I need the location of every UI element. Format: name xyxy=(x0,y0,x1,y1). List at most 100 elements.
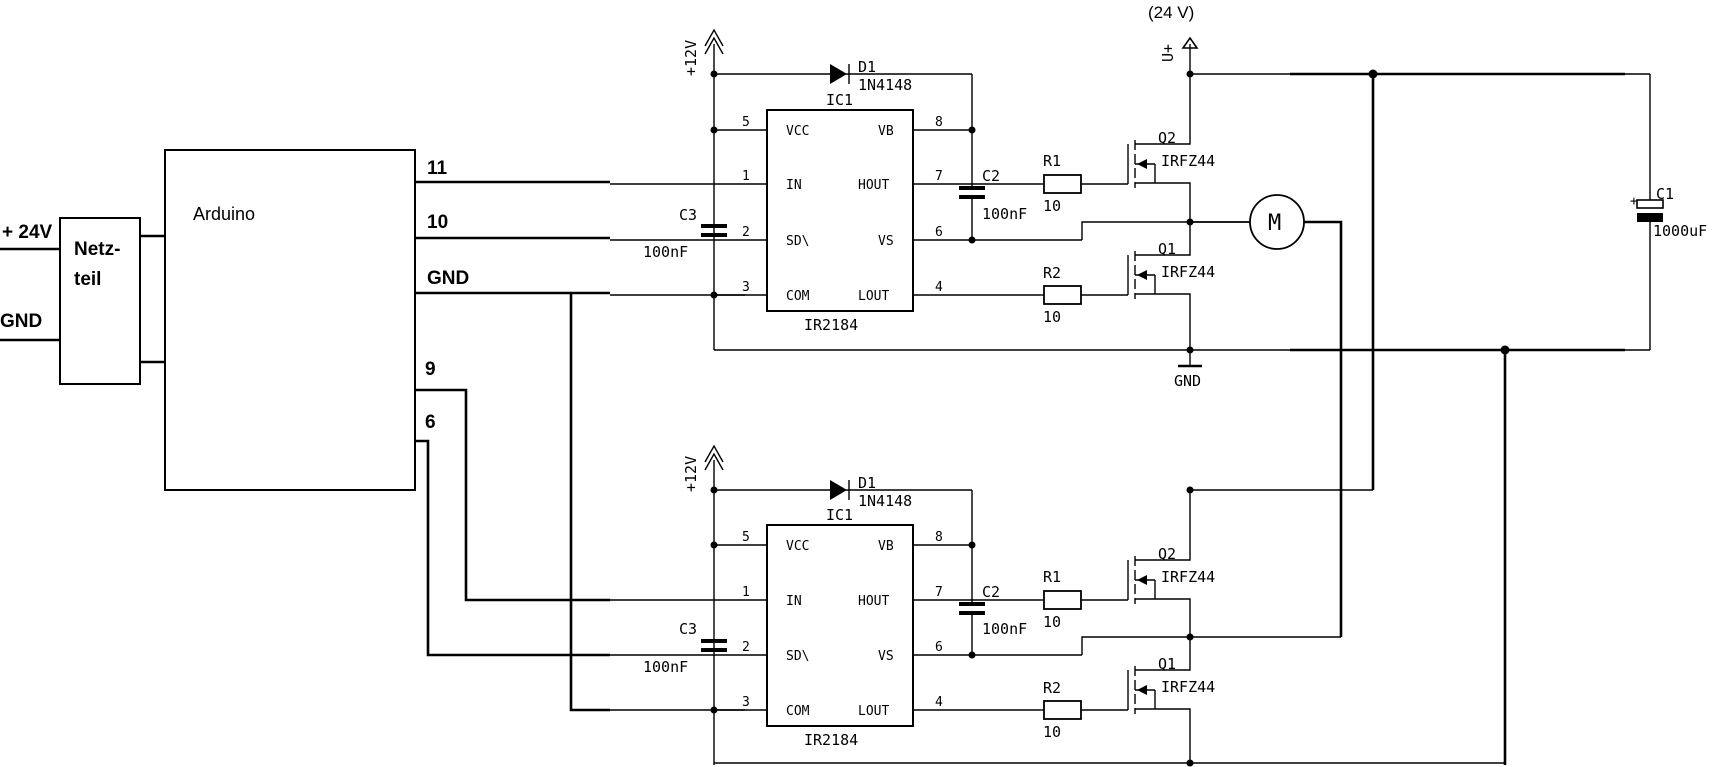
junction xyxy=(968,541,976,549)
c3-ref-2: C3 xyxy=(679,620,697,638)
pin-num: 6 xyxy=(935,640,943,655)
junction xyxy=(710,706,718,714)
c1-ref: C1 xyxy=(1656,185,1674,203)
drain xyxy=(1135,489,1373,561)
c3-ref-1: C3 xyxy=(679,206,697,224)
junction xyxy=(1186,633,1194,641)
pin-num: 2 xyxy=(742,640,750,655)
d1-ref-1: D1 xyxy=(858,58,876,76)
pin-num: 4 xyxy=(935,280,943,295)
pin-name: IN xyxy=(786,594,802,609)
psu-in-plus-label: + 24V xyxy=(2,222,53,243)
c3-plate-2 xyxy=(701,648,727,652)
ic-part-1: IR2184 xyxy=(804,316,858,334)
q1-mosfet-icon-2 xyxy=(1127,637,1191,765)
pin-name: VB xyxy=(878,124,894,139)
pin-num: 2 xyxy=(742,225,750,240)
wire-pin6 xyxy=(415,439,610,657)
junction xyxy=(968,126,976,134)
wire-pin9 xyxy=(415,388,610,602)
v12-arrow-icon-2 xyxy=(704,444,724,471)
pin-name: IN xyxy=(786,178,802,193)
pin-num: 5 xyxy=(742,530,750,545)
c2-plate-2 xyxy=(959,602,985,606)
pin-name: COM xyxy=(786,704,810,719)
pin-name: VB xyxy=(878,539,894,554)
pin-num: 8 xyxy=(935,530,943,545)
q1-mosfet-icon-1 xyxy=(1127,222,1191,350)
motor-label: M xyxy=(1268,211,1281,236)
pin-name: COM xyxy=(786,289,810,304)
pin-num: 7 xyxy=(935,585,943,600)
c1-capacitor-icon xyxy=(1636,199,1664,209)
pin-name: LOUT xyxy=(858,704,889,719)
ic-ref-2: IC1 xyxy=(826,506,853,524)
source xyxy=(1135,708,1191,765)
q2-part-1: IRFZ44 xyxy=(1161,152,1215,170)
psu-label-line1: Netz- xyxy=(74,239,120,260)
pin-num: 3 xyxy=(742,695,750,710)
r1-ref-1: R1 xyxy=(1043,152,1061,170)
d1-part-1: 1N4148 xyxy=(858,76,912,94)
arduino-signal-wires xyxy=(415,180,745,712)
pin-num: 3 xyxy=(742,280,750,295)
vplus-value: (24 V) xyxy=(1148,3,1194,22)
pin-num: 1 xyxy=(742,585,750,600)
pin-num: 8 xyxy=(935,115,943,130)
pin-num: 5 xyxy=(742,115,750,130)
arduino-pin-6-label: 6 xyxy=(425,412,436,433)
q2-ref-2: Q2 xyxy=(1158,545,1176,563)
ic-part-2: IR2184 xyxy=(804,731,858,749)
arduino: Arduino 11 10 GND 9 6 xyxy=(164,149,469,491)
power-rails: + C1 1000uF xyxy=(1190,69,1707,765)
source xyxy=(1135,598,1191,637)
c3-plate-2 xyxy=(701,639,727,643)
pin-name: HOUT xyxy=(858,594,889,609)
r1-ref-2: R1 xyxy=(1043,568,1061,586)
pin-name: LOUT xyxy=(858,289,889,304)
pin-num: 4 xyxy=(935,695,943,710)
c1-polarity: + xyxy=(1630,194,1638,209)
c2-ref-2: C2 xyxy=(982,583,1000,601)
pin-num: 1 xyxy=(742,169,750,184)
r2-resistor-2 xyxy=(1043,700,1082,720)
pin-name: VS xyxy=(878,649,894,664)
c3-plate-1 xyxy=(701,233,727,237)
pin-name: SD\ xyxy=(786,234,809,249)
psu-label-line2: teil xyxy=(74,269,101,290)
c2-plate-2 xyxy=(959,611,985,615)
c2-plate-1 xyxy=(959,195,985,199)
r1-resistor-1 xyxy=(1043,174,1082,194)
half-bridge-1: +12V D1 1N4148 IC1 IR2184 5 1 2 3 VCC IN… xyxy=(643,28,1290,354)
pin-name: VS xyxy=(878,234,894,249)
drain xyxy=(1135,637,1191,671)
pin-name: HOUT xyxy=(858,178,889,193)
c3-value-1: 100nF xyxy=(643,243,688,261)
c1-value: 1000uF xyxy=(1653,222,1707,240)
arduino-pin-gnd-label: GND xyxy=(427,268,469,289)
v12-label-1: +12V xyxy=(682,40,700,76)
d1-ref-2: D1 xyxy=(858,474,876,492)
arrow xyxy=(1137,685,1147,695)
c3-value-2: 100nF xyxy=(643,658,688,676)
arduino-pin-10-label: 10 xyxy=(427,212,448,233)
q1-part-1: IRFZ44 xyxy=(1161,263,1215,281)
vplus-arrow-icon xyxy=(1181,36,1199,49)
c2-value-1: 100nF xyxy=(982,205,1027,223)
drain xyxy=(1135,74,1191,145)
q1-ref-2: Q1 xyxy=(1158,655,1176,673)
vs-to-mid-1 xyxy=(1081,221,1250,240)
half-bridge-2: +12V D1 1N4148 IC1 IR2184 5 1 2 3 VCC IN… xyxy=(643,444,1505,767)
v12-arrow-icon-1 xyxy=(704,28,724,55)
r2-resistor-1 xyxy=(1043,285,1082,305)
source xyxy=(1135,182,1191,222)
vs-to-mid-2 xyxy=(1081,636,1341,655)
q2-mosfet-icon-1 xyxy=(1127,74,1191,222)
pin-num: 6 xyxy=(935,225,943,240)
junction xyxy=(710,541,718,549)
drain xyxy=(1135,222,1191,256)
c2-plate-1 xyxy=(959,186,985,190)
vplus-label: U+ xyxy=(1159,44,1177,62)
q2-ref-1: Q2 xyxy=(1158,129,1176,147)
